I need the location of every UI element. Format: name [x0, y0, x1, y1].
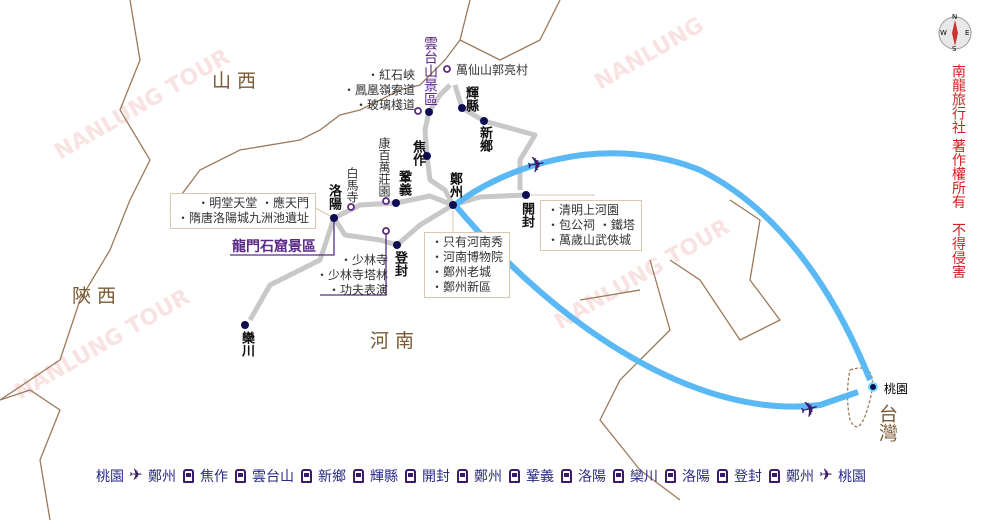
plane-icon: ✈ — [129, 465, 143, 484]
route-stop: 鄭州 — [148, 469, 176, 485]
city-huixian: 輝縣 — [463, 86, 478, 112]
list-item: ・少林寺 — [339, 253, 388, 267]
route-stop: 登封 — [734, 469, 762, 485]
route-stop: 焦作 — [200, 469, 228, 485]
list-item: ・少林寺塔林 — [315, 268, 388, 282]
province-shaanxi: 陝西 — [72, 285, 123, 307]
city-taoyuan: 桃園 — [884, 382, 909, 396]
list-item: ・鄭州老城 — [431, 265, 492, 279]
bus-icon — [297, 468, 315, 484]
spot-baimasi: 白馬寺 — [345, 167, 359, 203]
plane-icon: ✈ — [798, 396, 822, 425]
route-stop: 輝縣 — [370, 469, 398, 485]
flight-outbound — [453, 150, 873, 382]
route-stop: 鄭州 — [786, 469, 814, 485]
luoyang-list: ・明堂天堂 ・應天門 ・隋唐洛陽城九洲池遺址 — [170, 193, 317, 229]
bus-icon — [349, 468, 367, 484]
list-item: ・功夫表演 — [327, 283, 388, 297]
bus-icon — [765, 468, 783, 484]
compass-icon — [938, 16, 972, 50]
kaifeng-list: ・清明上河園 ・包公祠 ・鐵塔 ・萬歲山武俠城 — [540, 200, 642, 251]
province-henan: 河南 — [370, 330, 421, 352]
city-xinxiang: 新鄉 — [477, 126, 492, 152]
list-item: ・包公祠 ・鐵塔 — [547, 218, 635, 232]
bus-icon — [609, 468, 627, 484]
list-item: ・玻璃棧道 — [354, 98, 415, 112]
city-gongyi: 鞏義 — [396, 170, 411, 196]
route-stop: 雲台山 — [252, 469, 294, 485]
province-shanxi: 山西 — [212, 70, 263, 92]
province-borders — [0, 0, 874, 520]
bus-icon — [231, 468, 249, 484]
route-stop: 洛陽 — [578, 469, 606, 485]
spot-wanxianshan: 萬仙山郭亮村 — [456, 63, 529, 77]
plane-icon: ✈ — [819, 465, 833, 484]
bus-icon — [401, 468, 419, 484]
route-stop: 開封 — [422, 469, 450, 485]
city-jiaozuo: 焦作 — [410, 140, 425, 166]
city-dengfeng: 登封 — [392, 251, 407, 277]
province-taiwan: 台灣 — [876, 404, 898, 442]
shaolin-list: ・少林寺 ・少林寺塔林 ・功夫表演 — [316, 253, 388, 298]
city-luoyang: 洛陽 — [326, 184, 341, 210]
bus-icon — [661, 468, 679, 484]
list-item: ・只有河南秀 — [431, 235, 504, 249]
route-stop: 洛陽 — [682, 469, 710, 485]
bus-icon — [179, 468, 197, 484]
compass-s: S — [952, 45, 957, 53]
itinerary-route: 桃園 ✈ 鄭州 焦作 雲台山 新鄉 輝縣 開封 鄭州 鞏義 洛陽 欒川 洛陽 登封 鄭州 ✈ 桃園 — [96, 466, 866, 486]
flight-paths — [452, 150, 873, 410]
yuntaishan-list: ・紅石峽 ・鳳凰嶺索道 ・玻璃棧道 — [343, 68, 415, 113]
list-item: ・鄭州新區 — [431, 280, 492, 294]
route-stop: 桃園 — [838, 469, 866, 485]
list-item: ・萬歲山武俠城 — [547, 233, 632, 247]
svg-text:NANLUNG: NANLUNG — [591, 13, 709, 95]
spot-kangbaiwan: 康百萬莊園 — [377, 137, 391, 197]
spot-nodes — [347, 65, 451, 235]
list-item: ・明堂天堂 ・應天門 — [197, 196, 310, 210]
city-luanchuan: 欒川 — [239, 331, 254, 357]
compass-e: E — [965, 29, 970, 37]
compass-n: N — [952, 13, 958, 21]
plane-icon: ✈ — [525, 152, 547, 180]
city-kaifeng: 開封 — [519, 202, 534, 228]
scenic-yuntaishan: 雲台山景區 — [422, 36, 438, 106]
copyright-notice: 南龍旅行社 著作權所有 不得侵害 — [950, 64, 966, 279]
list-item: ・紅石峽 — [366, 68, 415, 82]
bus-icon — [713, 468, 731, 484]
list-item: ・鳳凰嶺索道 — [342, 83, 415, 97]
list-item: ・清明上河園 — [547, 203, 620, 217]
route-stop: 鞏義 — [526, 469, 554, 485]
list-item: ・隋唐洛陽城九洲池遺址 — [177, 211, 310, 225]
flight-return — [452, 203, 859, 410]
route-stop: 新鄉 — [318, 469, 346, 485]
bus-icon — [557, 468, 575, 484]
route-stop: 鄭州 — [474, 469, 502, 485]
route-stop: 桃園 — [96, 469, 124, 485]
route-stop: 欒川 — [630, 469, 658, 485]
bus-icon — [505, 468, 523, 484]
list-item: ・河南博物院 — [431, 250, 504, 264]
scenic-longmen: 龍門石窟景區 — [232, 239, 316, 255]
compass-w: W — [940, 29, 947, 37]
city-nodes — [241, 104, 878, 392]
city-zhengzhou: 鄭州 — [447, 172, 462, 198]
bus-icon — [453, 468, 471, 484]
zhengzhou-list: ・只有河南秀 ・河南博物院 ・鄭州老城 ・鄭州新區 — [424, 232, 511, 298]
